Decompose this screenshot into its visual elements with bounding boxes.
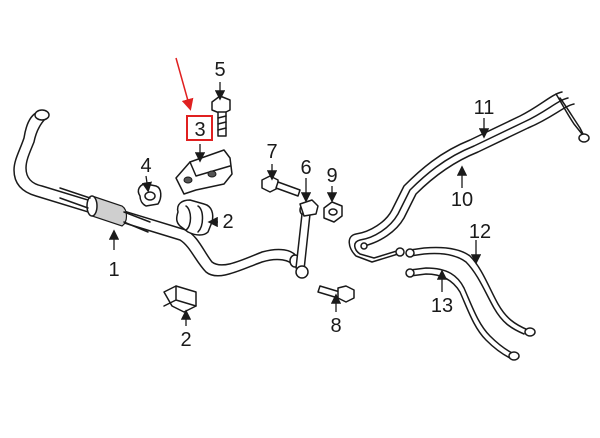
bolt-5 xyxy=(211,95,231,137)
callout-2-lower: 2 xyxy=(180,329,191,351)
clamp xyxy=(137,183,162,207)
callout-7: 7 xyxy=(266,141,277,163)
highlight-indicator xyxy=(175,57,213,141)
bracket xyxy=(175,149,233,195)
bolt-7 xyxy=(261,175,301,197)
callout-1: 1 xyxy=(108,259,119,281)
highlight-box xyxy=(186,115,213,141)
callout-11: 11 xyxy=(474,97,495,119)
callout-3: 3 xyxy=(194,119,205,141)
bushing-upper xyxy=(175,199,214,236)
hose-13 xyxy=(405,267,520,361)
nut-9 xyxy=(323,201,343,223)
callout-12: 12 xyxy=(469,221,491,243)
callout-10: 10 xyxy=(451,189,473,211)
callout-5: 5 xyxy=(214,59,225,81)
highlight-arrow xyxy=(175,57,194,111)
hydraulic-lines xyxy=(348,91,590,263)
callouts: 1 2 2 3 4 5 6 7 8 9 10 11 12 13 xyxy=(108,59,494,351)
callout-13: 13 xyxy=(431,295,453,317)
callout-2-upper: 2 xyxy=(222,211,233,233)
callout-9: 9 xyxy=(326,165,337,187)
callout-4: 4 xyxy=(140,155,151,177)
leader-lines xyxy=(108,82,490,326)
stabilizer-bar xyxy=(13,109,301,277)
stabilizer-link xyxy=(295,199,319,279)
callout-6: 6 xyxy=(300,157,311,179)
bushing-lower xyxy=(163,285,197,313)
callout-8: 8 xyxy=(330,315,341,337)
hose-12 xyxy=(405,246,536,337)
